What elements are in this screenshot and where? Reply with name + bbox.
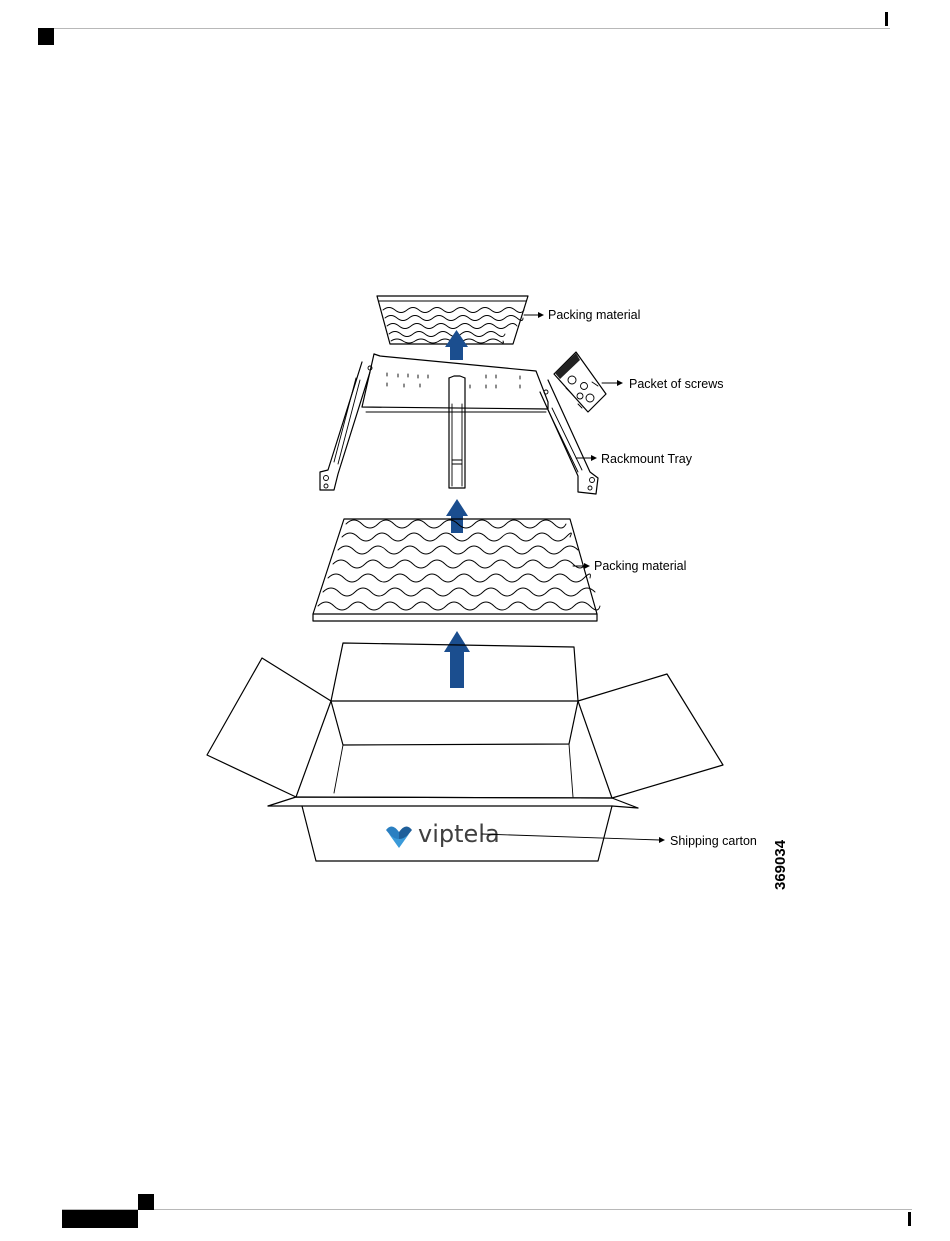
packing-material-middle <box>313 519 600 621</box>
viptela-logo-mark <box>386 826 412 848</box>
label-shipping-carton: Shipping carton <box>670 834 757 848</box>
label-packet-of-screws: Packet of screws <box>629 377 723 391</box>
callout-leaders <box>482 312 665 843</box>
lift-arrow-1 <box>445 330 468 360</box>
label-packing-material-middle: Packing material <box>594 559 686 573</box>
rackmount-tray <box>320 354 598 494</box>
label-rackmount-tray: Rackmount Tray <box>601 452 693 466</box>
packet-of-screws <box>554 352 606 412</box>
lift-arrow-3 <box>444 631 470 688</box>
label-packing-material-top: Packing material <box>548 308 640 322</box>
figure-number: 369034 <box>772 839 789 890</box>
